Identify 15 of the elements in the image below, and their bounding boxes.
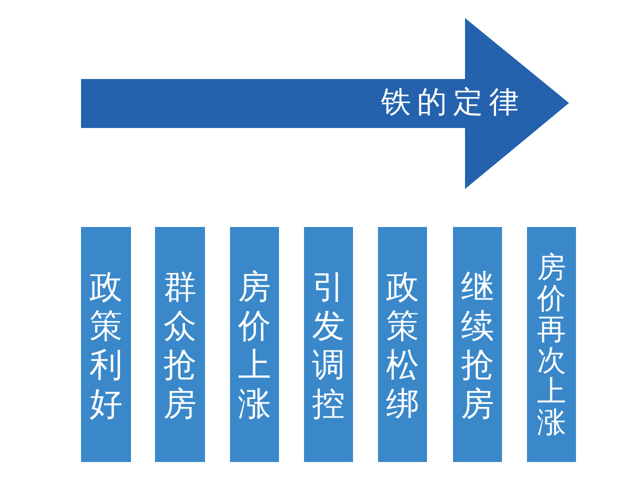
step-bar (453, 227, 502, 462)
step-text: 房价再次上涨 (536, 252, 567, 438)
step-bar (81, 227, 131, 462)
step-text: 房价上涨 (237, 266, 272, 422)
step-bar (230, 227, 279, 462)
step-text: 继续抢房 (460, 266, 495, 422)
arrow-label: 铁的定律 (381, 88, 525, 118)
step-bar (527, 227, 576, 462)
step-bar (304, 227, 353, 462)
step-text: 政策利好 (88, 266, 124, 422)
step-text: 群众抢房 (162, 266, 198, 422)
step-bar (378, 227, 427, 462)
step-text: 政策松绑 (385, 266, 420, 422)
step-text: 引发调控 (311, 266, 346, 422)
step-bar (155, 227, 205, 462)
